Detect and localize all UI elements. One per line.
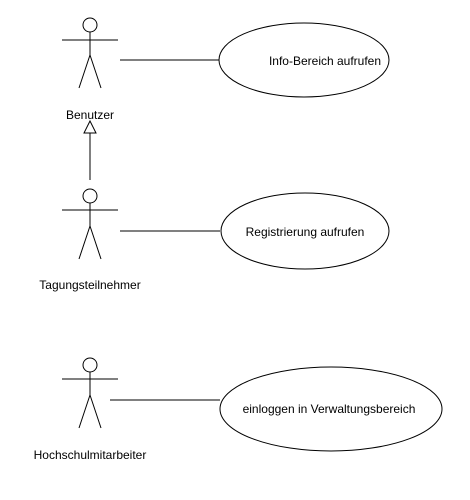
actor-label-hochschulmitarbeiter: Hochschulmitarbeiter	[34, 448, 147, 462]
use-case-registrierung[interactable]: Registrierung aufrufen	[220, 192, 390, 270]
actor-hochschulmitarbeiter[interactable]: Hochschulmitarbeiter	[34, 357, 147, 462]
stick-figure-icon	[62, 17, 118, 89]
actor-benutzer[interactable]: Benutzer	[62, 17, 118, 122]
actor-tagungsteilnehmer[interactable]: Tagungsteilnehmer	[39, 188, 141, 292]
generalization-tagungsteilnehmer-benutzer	[83, 119, 97, 180]
use-case-label-einloggen: einloggen in Verwaltungsbereich	[243, 402, 416, 416]
actor-label-tagungsteilnehmer: Tagungsteilnehmer	[39, 278, 140, 292]
stick-figure-icon	[62, 357, 118, 429]
use-case-einloggen[interactable]: einloggen in Verwaltungsbereich	[219, 366, 443, 452]
actor-label-benutzer: Benutzer	[66, 108, 114, 122]
use-case-label-info-bereich: Info-Bereich aufrufen	[269, 54, 381, 68]
stick-figure-icon	[62, 188, 118, 260]
use-case-info-bereich[interactable]: Info-Bereich aufrufen	[218, 22, 390, 98]
use-case-label-registrierung: Registrierung aufrufen	[246, 225, 365, 239]
